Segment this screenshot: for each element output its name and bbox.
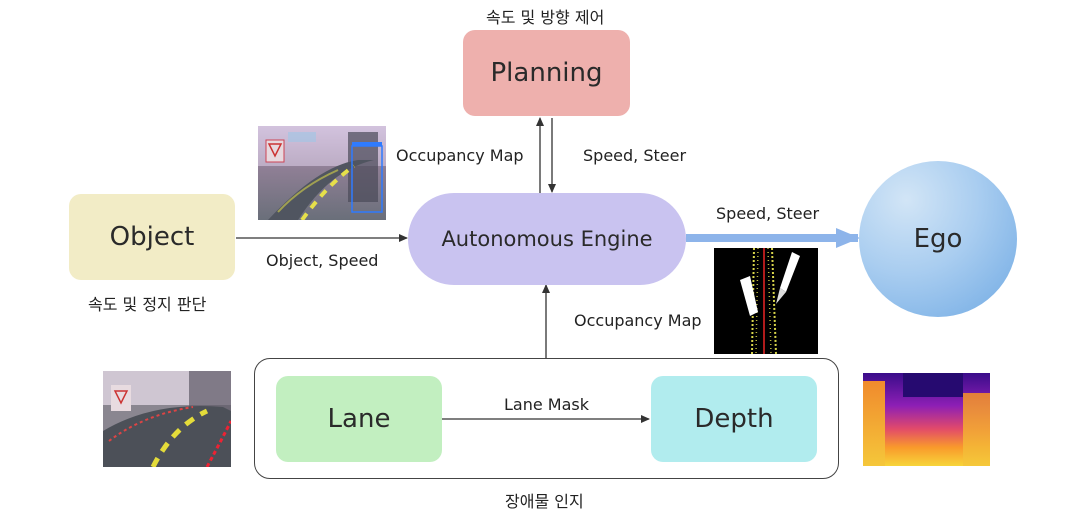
- perception-group: [254, 358, 839, 479]
- depth-label: Depth: [694, 404, 774, 434]
- perception-caption: 장애물 인지: [505, 492, 584, 511]
- lane-label: Lane: [327, 404, 391, 434]
- depth-map-image: [863, 373, 990, 466]
- planning-node: Planning: [463, 30, 630, 116]
- planning-label: Planning: [490, 58, 603, 88]
- edge-label-engine-to-planning: Occupancy Map: [396, 146, 524, 165]
- edge-label-lane-to-depth: Lane Mask: [504, 395, 589, 414]
- edge-label-object-to-engine: Object, Speed: [266, 251, 379, 270]
- object-label: Object: [109, 222, 195, 252]
- autonomous-engine-node: Autonomous Engine: [408, 193, 686, 285]
- object-detection-image: [258, 126, 386, 220]
- edge-label-engine-to-ego: Speed, Steer: [716, 204, 820, 223]
- lane-node: Lane: [276, 376, 442, 462]
- ego-label: Ego: [913, 224, 963, 254]
- depth-node: Depth: [651, 376, 817, 462]
- object-caption: 속도 및 정지 판단: [88, 295, 207, 314]
- lane-camera-image: [103, 371, 231, 467]
- autonomous-engine-label: Autonomous Engine: [441, 227, 653, 251]
- edge-label-perception-to-engine: Occupancy Map: [574, 311, 702, 330]
- object-node: Object: [69, 194, 235, 280]
- ego-node: Ego: [859, 161, 1017, 317]
- planning-caption: 속도 및 방향 제어: [486, 8, 605, 27]
- edge-label-planning-to-engine: Speed, Steer: [583, 146, 687, 165]
- occupancy-map-image: [714, 248, 818, 354]
